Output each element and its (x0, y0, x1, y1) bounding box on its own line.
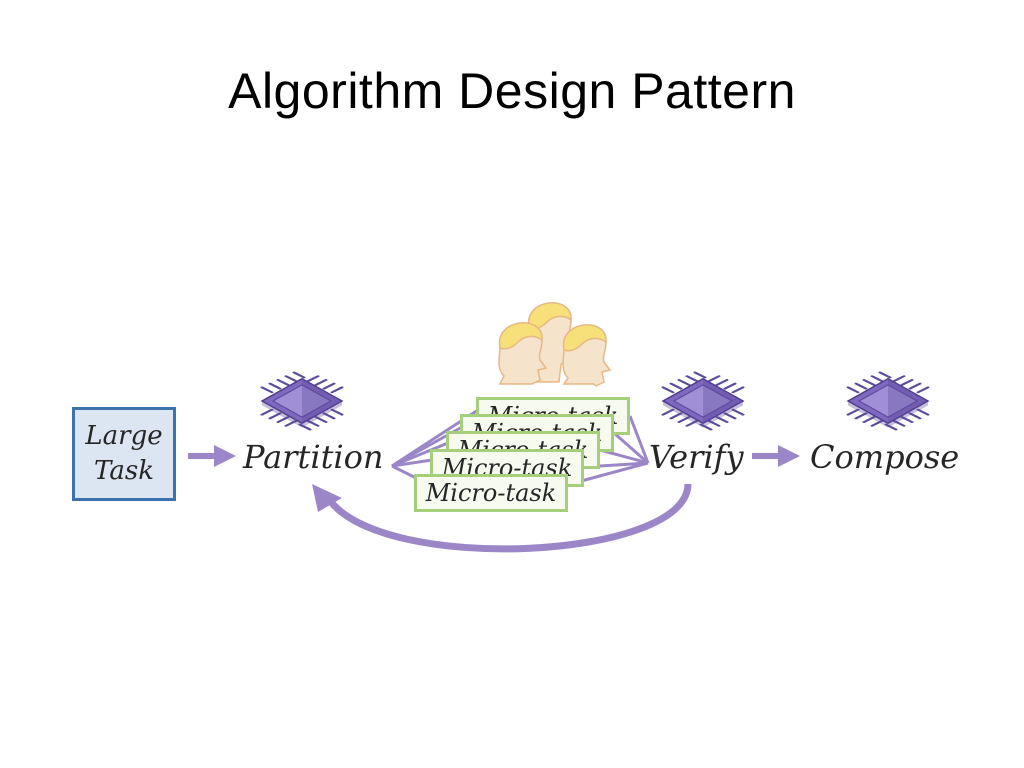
arrow-verify-to-compose (752, 445, 800, 467)
arrow-large-task-to-partition (188, 445, 236, 467)
partition-label: Partition (243, 438, 384, 476)
large-task-line2: Task (94, 456, 154, 486)
processor-chip-icon (260, 370, 344, 432)
processor-chip-icon (846, 370, 930, 432)
verify-label: Verify (649, 438, 744, 476)
micro-task-card: Micro-task (414, 474, 568, 512)
large-task-box: Large Task (72, 407, 176, 501)
slide-title: Algorithm Design Pattern (228, 63, 796, 119)
processor-chip-icon (661, 370, 745, 432)
crowd-worker-heads-icon (498, 302, 612, 387)
arrow-verify-back-to-partition (312, 483, 692, 553)
compose-label: Compose (810, 438, 960, 476)
large-task-line1: Large (85, 421, 163, 451)
